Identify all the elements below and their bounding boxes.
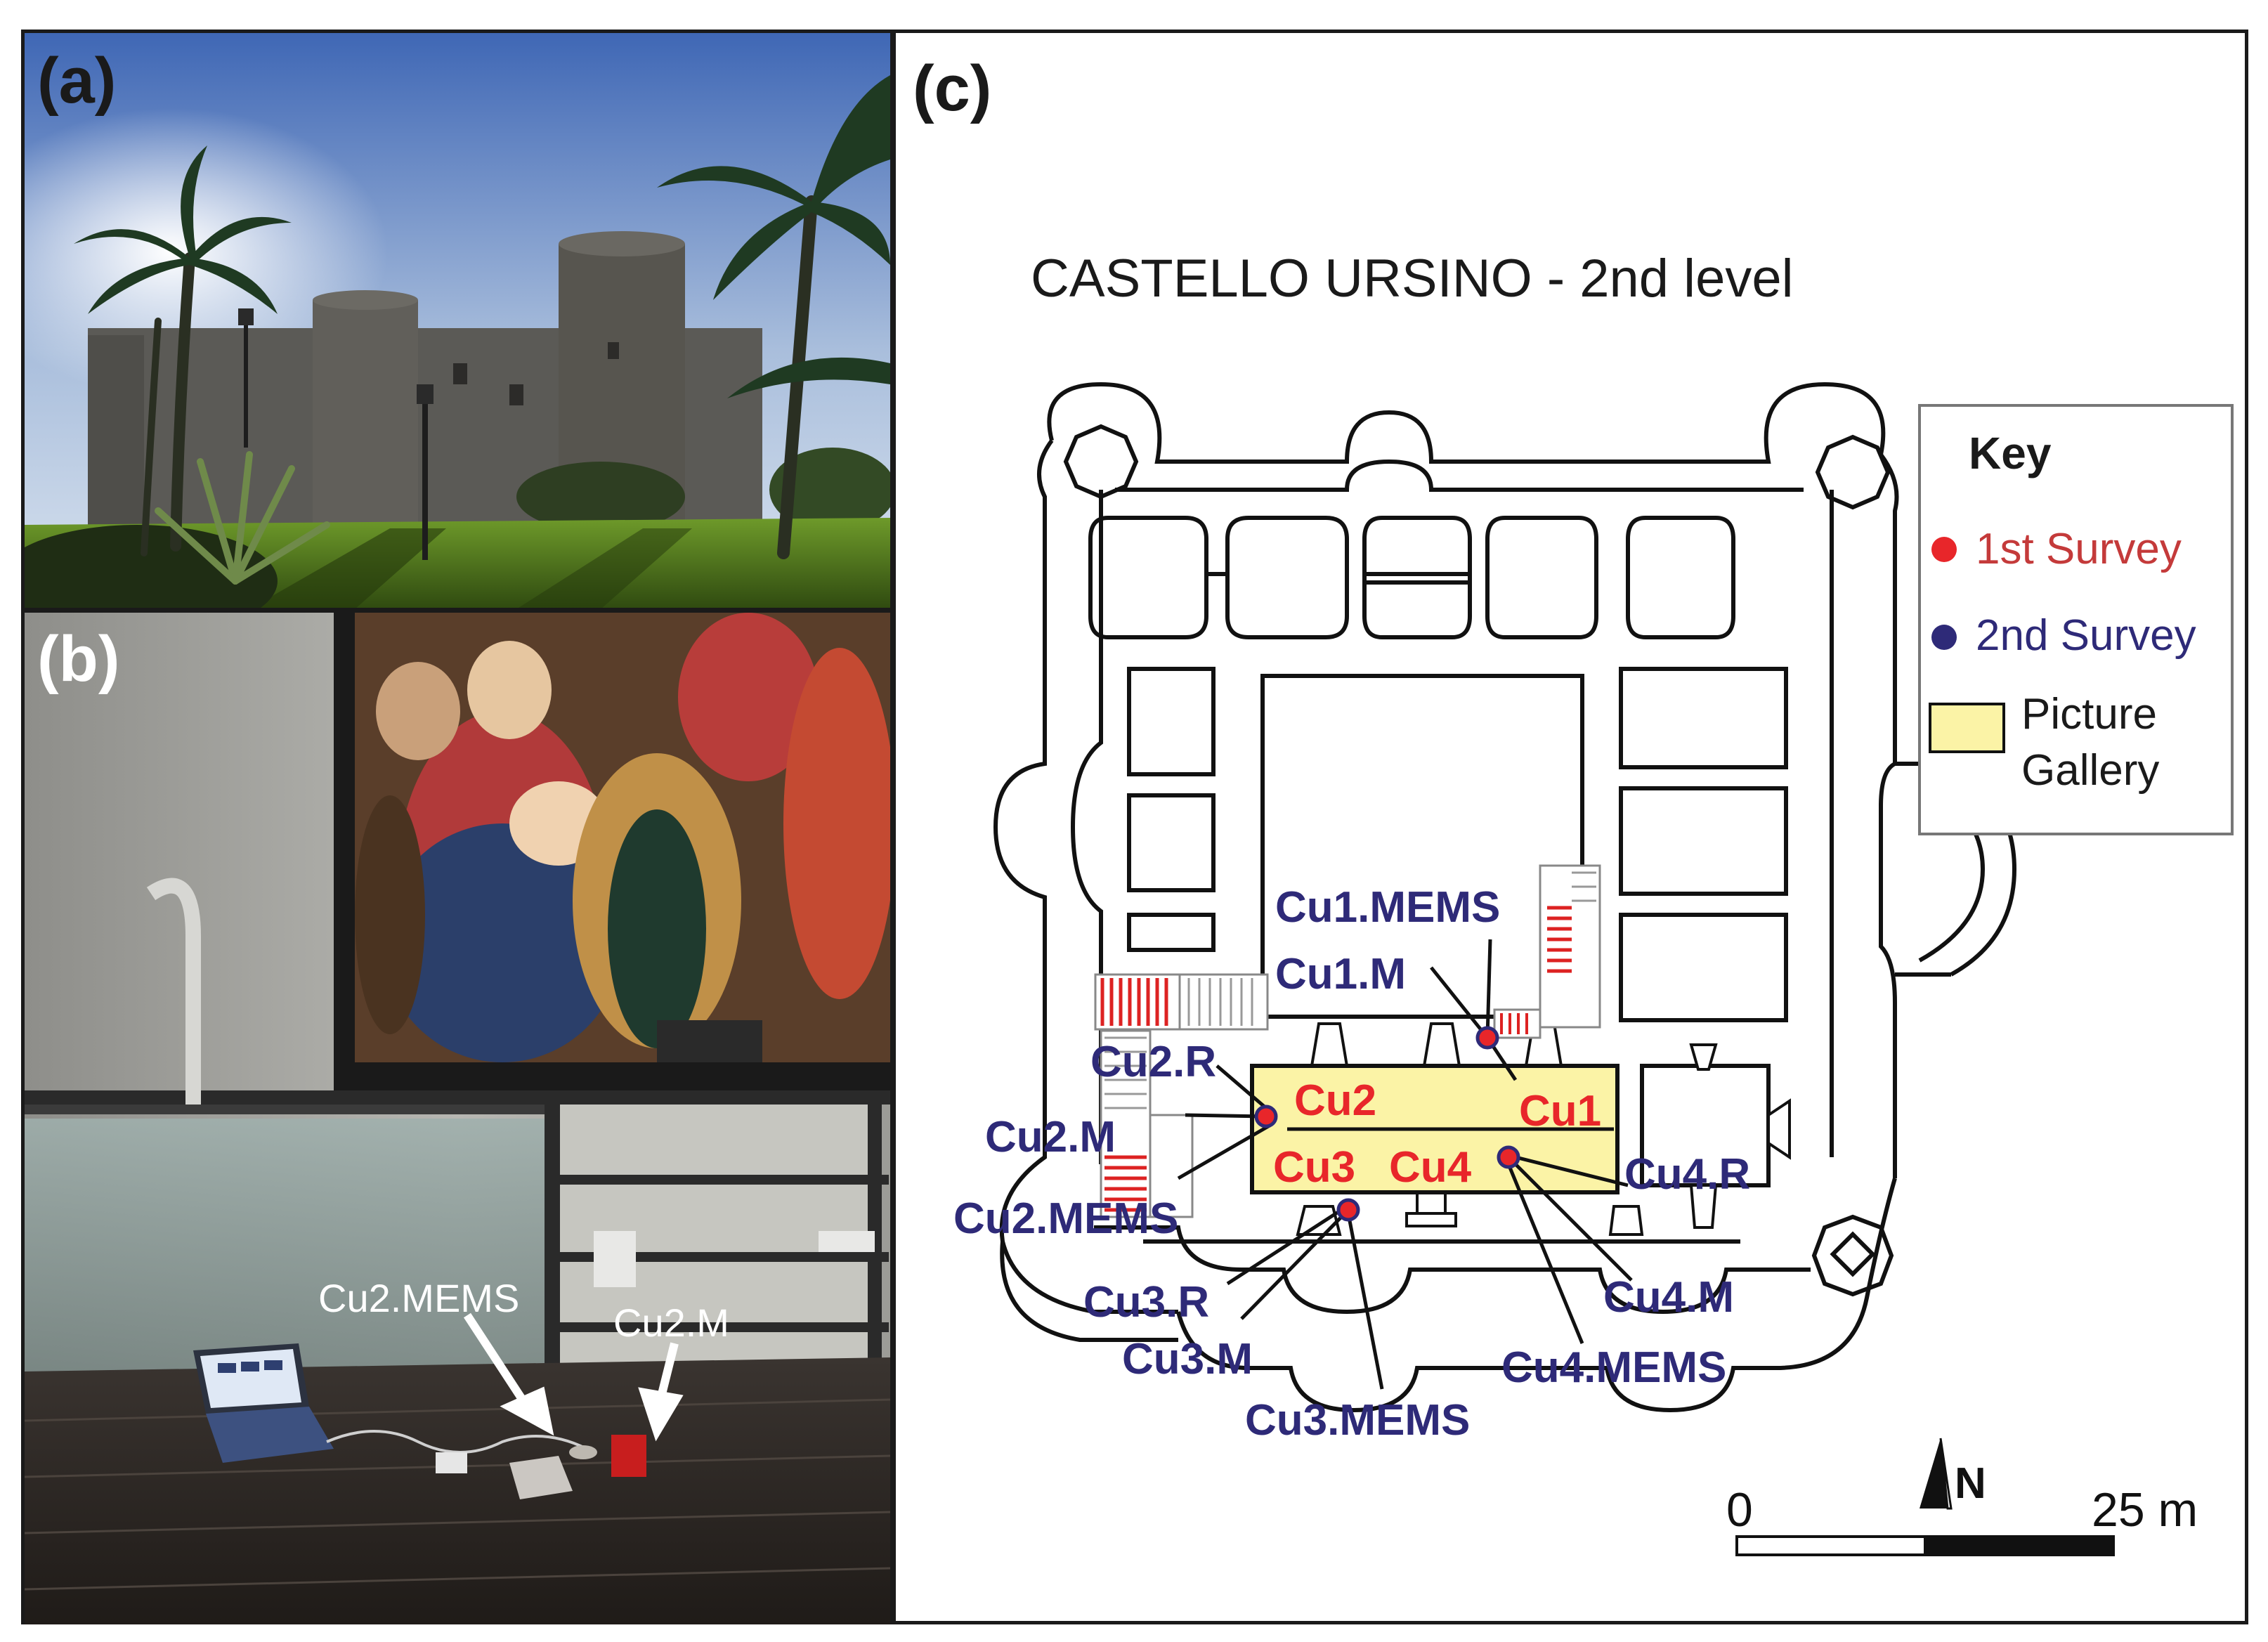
legend-box: [1918, 404, 2234, 835]
legend-gallery-line2: Gallery: [2021, 746, 2159, 795]
gallery-labels: Cu2 Cu1 Cu3 Cu4: [1273, 1076, 1601, 1192]
scale-start: 0: [1726, 1483, 1753, 1537]
legend-second-survey: 2nd Survey: [1976, 611, 2196, 660]
label-cu1-mems: Cu1.MEMS: [1275, 883, 1500, 932]
north-arrow-icon: N: [1920, 1438, 1986, 1510]
castle-outline: [993, 382, 2017, 1413]
panel-a-castle-photo: (a): [25, 33, 890, 609]
legend-gallery-line1: Picture: [2021, 690, 2157, 738]
figure-frame: (a): [21, 30, 2248, 1624]
castle-photo: [25, 33, 890, 609]
label-cu4-m: Cu4.M: [1603, 1273, 1734, 1322]
annotation-cu2-mems: Cu2.MEMS: [318, 1276, 519, 1320]
panel-divider-vertical: [890, 33, 896, 1621]
label-cu3-mems: Cu3.MEMS: [1245, 1396, 1470, 1445]
legend-title: Key: [1969, 428, 2052, 478]
legend-gallery-swatch: [1929, 703, 2005, 753]
gallery-photo: Cu2.MEMS Cu2.M: [25, 613, 890, 1624]
label-cu2-mems: Cu2.MEMS: [953, 1194, 1178, 1243]
label-cu2: Cu2: [1294, 1076, 1376, 1125]
label-cu4-r: Cu4.R: [1624, 1150, 1750, 1199]
label-cu2-m: Cu2.M: [985, 1113, 1116, 1161]
floor-plan-map: (c) CASTELLO URSINO - 2nd level: [913, 53, 2234, 1556]
red-dot-icon: [1931, 537, 1957, 562]
label-cu3-r: Cu3.R: [1083, 1278, 1209, 1327]
station-labels: Cu1.MEMS Cu1.M Cu2.R Cu2.M Cu2.MEMS Cu3.…: [953, 883, 1750, 1445]
map-title: CASTELLO URSINO - 2nd level: [1031, 249, 1794, 308]
panel-divider-horizontal: [25, 608, 890, 613]
panel-a-label: (a): [37, 45, 117, 117]
station-cu2: [1254, 1105, 1278, 1128]
station-cu1: [1475, 1026, 1499, 1050]
north-label: N: [1955, 1459, 1986, 1508]
legend-first-survey: 1st Survey: [1976, 525, 2182, 573]
staircases: [1094, 864, 1601, 1218]
label-cu2-r: Cu2.R: [1090, 1038, 1216, 1086]
label-cu4-mems: Cu4.MEMS: [1501, 1343, 1726, 1392]
scale-bar: 0 25 m: [1726, 1483, 2198, 1556]
station-cu4: [1497, 1145, 1520, 1169]
label-cu3: Cu3: [1273, 1143, 1355, 1192]
label-cu1: Cu1: [1519, 1087, 1601, 1135]
label-cu4: Cu4: [1389, 1143, 1472, 1192]
station-cu3: [1336, 1198, 1360, 1222]
scale-end: 25 m: [2092, 1483, 2198, 1537]
panel-c-label: (c): [913, 53, 991, 124]
blue-dot-icon: [1931, 625, 1957, 650]
panel-b-gallery-photo: Cu2.MEMS Cu2.M (b): [25, 613, 890, 1624]
legend: Key 1st Survey 2nd Survey Picture Galler…: [1918, 404, 2234, 835]
stations: [1254, 1026, 1520, 1222]
annotation-cu2-m: Cu2.M: [613, 1301, 729, 1345]
corner-towers: [1063, 424, 1894, 1297]
panel-c-floor-plan: (c) CASTELLO URSINO - 2nd level: [897, 33, 2245, 1621]
panel-b-label: (b): [37, 623, 120, 695]
label-cu3-m: Cu3.M: [1122, 1335, 1253, 1383]
label-cu1-m: Cu1.M: [1275, 950, 1406, 998]
connectors: [1296, 1022, 1791, 1236]
